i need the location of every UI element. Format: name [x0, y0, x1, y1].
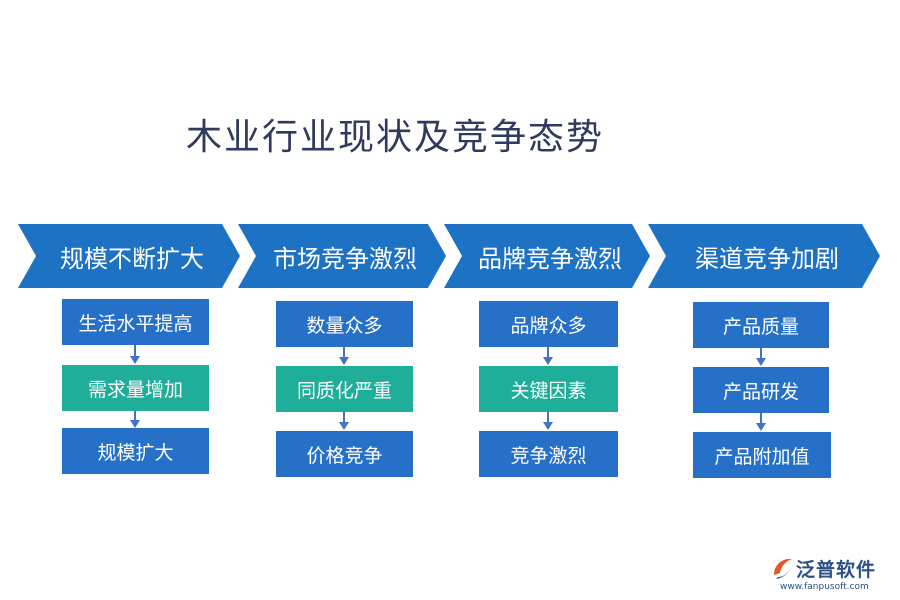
col-2-box-2: 同质化严重	[276, 366, 413, 412]
brand-logo: 泛普软件 www.fanpusoft.com	[770, 555, 894, 599]
banner-1: 规模不断扩大	[18, 224, 240, 288]
arrow-down-icon	[130, 345, 140, 364]
col-2-box-1: 数量众多	[276, 301, 413, 347]
arrow-down-icon	[756, 413, 766, 431]
banner-2-shape	[238, 224, 446, 288]
banner-3-shape	[444, 224, 650, 288]
page-title: 木业行业现状及竞争态势	[186, 117, 605, 158]
col-4-box-1: 产品质量	[693, 302, 829, 348]
banner-4-shape	[648, 224, 880, 288]
banner-4: 渠道竞争加剧	[648, 224, 880, 288]
arrow-down-icon	[543, 412, 553, 430]
banner-4-label: 渠道竞争加剧	[695, 244, 839, 273]
col-1-box-2: 需求量增加	[62, 365, 209, 411]
banner-2: 市场竞争激烈	[238, 224, 446, 288]
col-1-box-1: 生活水平提高	[62, 299, 209, 345]
col-3-box-3: 竞争激烈	[479, 431, 618, 477]
logo-mark-icon	[774, 558, 792, 579]
banner-1-shape	[18, 224, 240, 288]
banner-3-label: 品牌竞争激烈	[478, 244, 622, 273]
col-3-box-1: 品牌众多	[479, 301, 618, 347]
arrow-down-icon	[130, 411, 140, 428]
col-4-box-2: 产品研发	[693, 367, 829, 413]
logo-url: www.fanpusoft.com	[780, 582, 869, 592]
col-2-box-3: 价格竞争	[276, 431, 413, 477]
arrow-down-icon	[543, 347, 553, 365]
arrow-down-icon	[756, 348, 766, 366]
col-3-box-2: 关键因素	[479, 366, 618, 412]
banner-2-label: 市场竞争激烈	[273, 244, 417, 273]
arrow-down-icon	[339, 347, 349, 365]
banner-1-label: 规模不断扩大	[60, 244, 204, 273]
banner-3: 品牌竞争激烈	[444, 224, 650, 288]
arrow-down-icon	[339, 412, 349, 430]
logo-name: 泛普软件	[796, 559, 877, 581]
col-4-box-3: 产品附加值	[693, 432, 831, 478]
col-1-box-3: 规模扩大	[62, 428, 209, 474]
